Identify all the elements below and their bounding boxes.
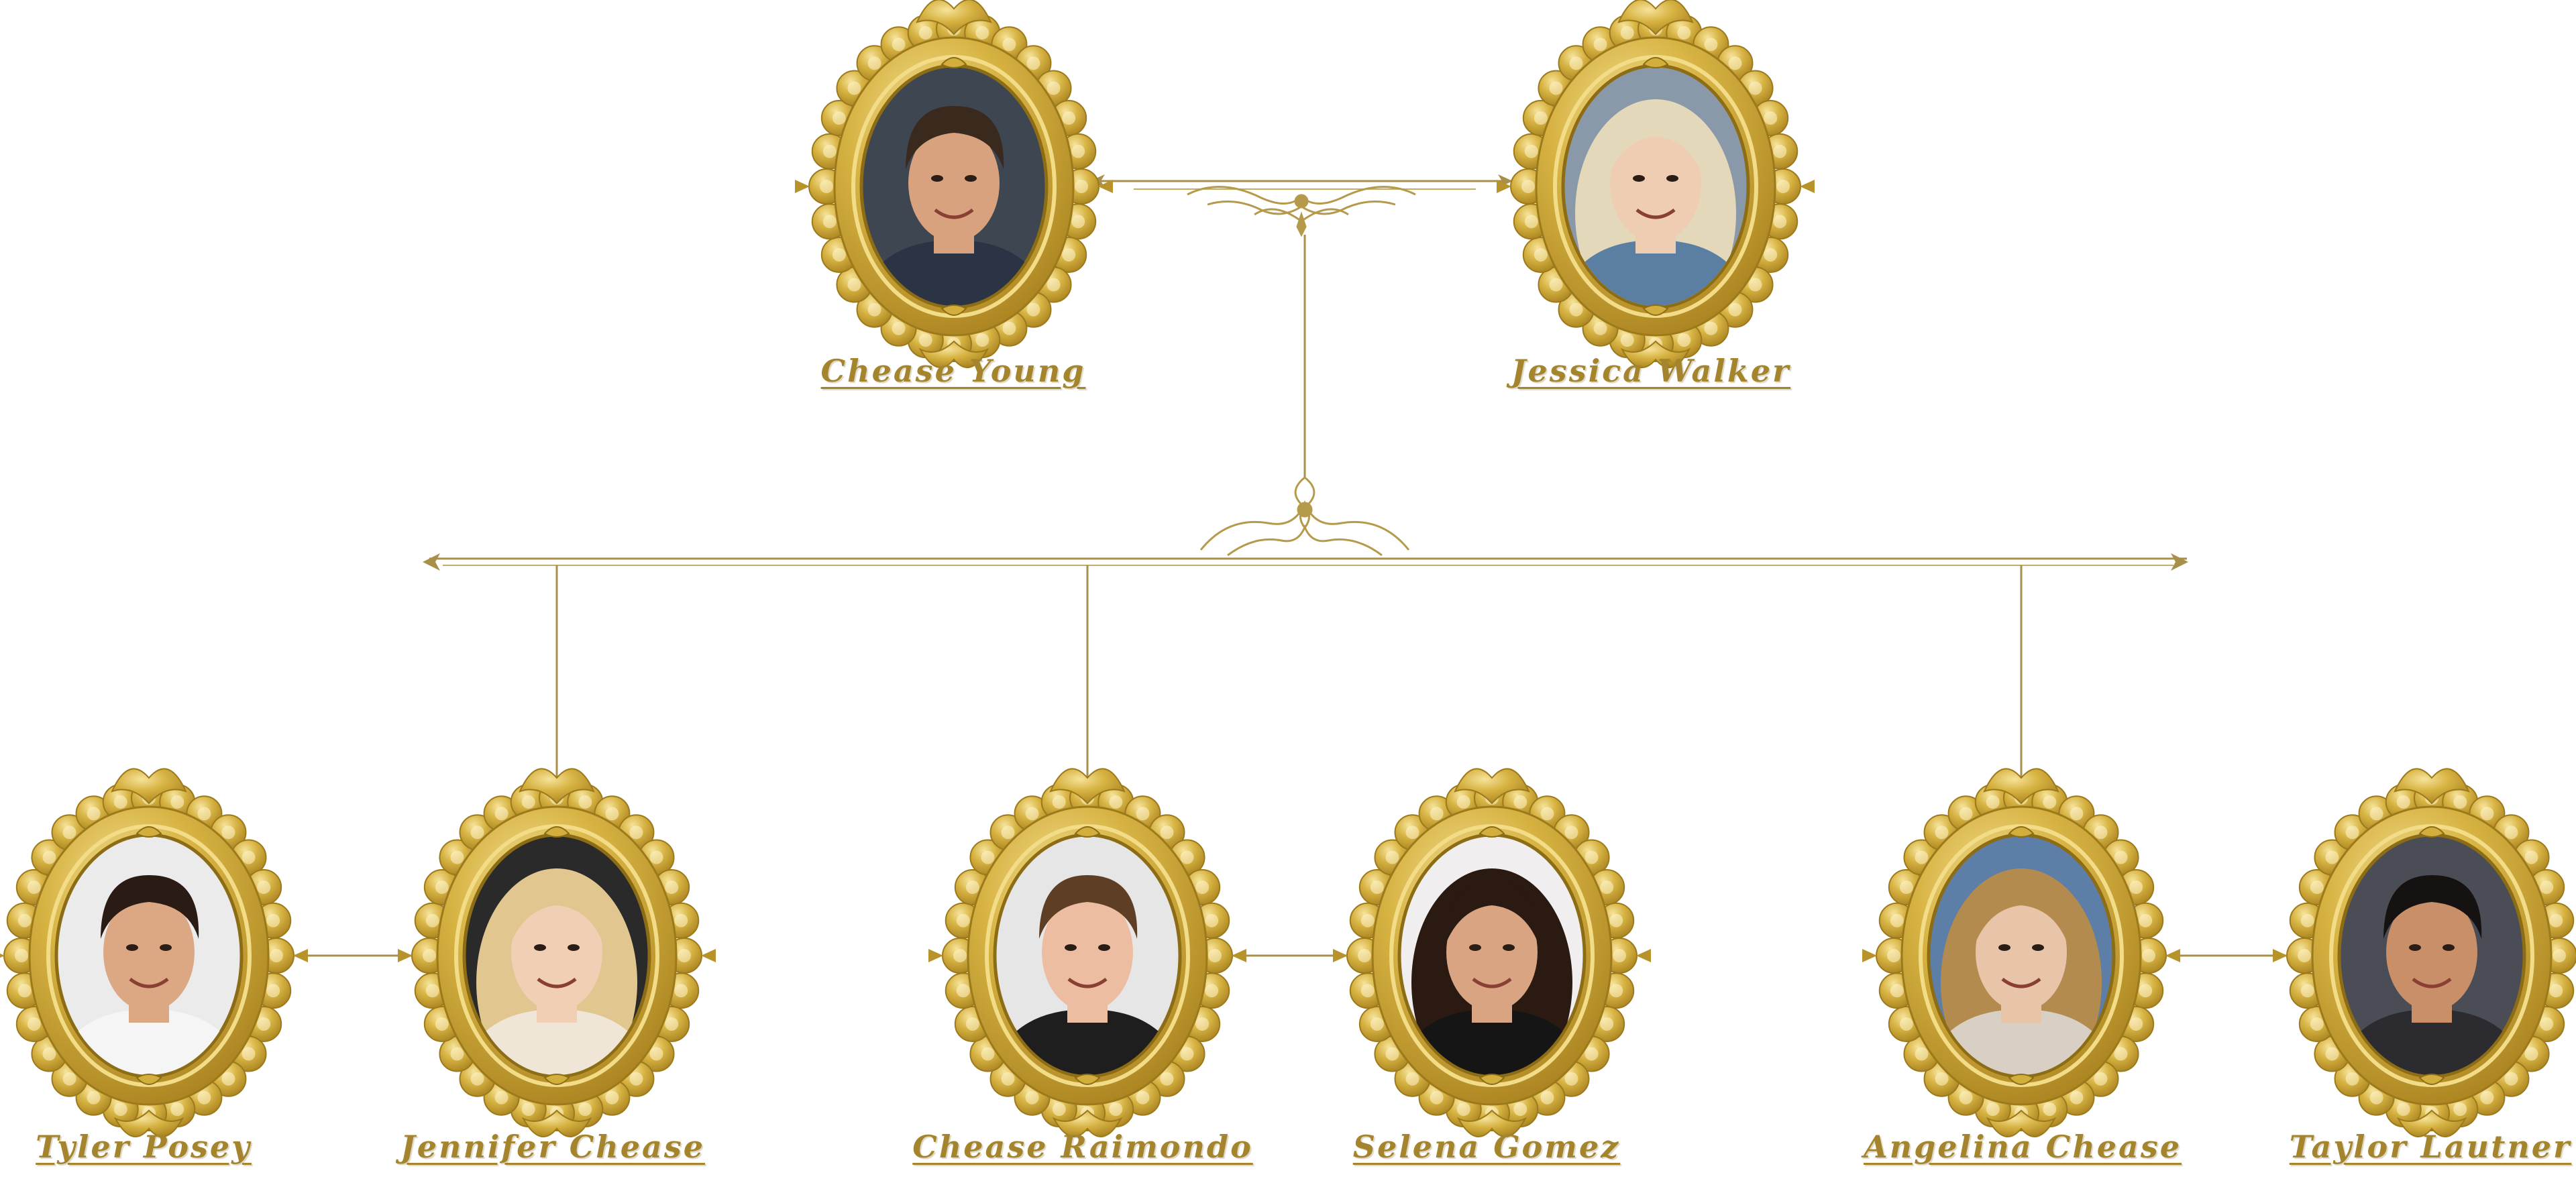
portrait-frames xyxy=(0,0,2576,1137)
portrait-frame-angelina-chease xyxy=(1862,768,2180,1137)
woman-portrait-icon xyxy=(1401,868,1583,1075)
portrait-frame-selena-gomez xyxy=(1333,768,1651,1137)
flourish-ornament-icon xyxy=(1199,476,1410,557)
portrait-frame-jessica-walker xyxy=(1497,0,1815,368)
portrait-frame-tyler-posey xyxy=(0,768,308,1137)
ornate-frame-icon xyxy=(1333,768,1651,1137)
portrait-frame-chease-young xyxy=(795,0,1113,368)
siblings-connector xyxy=(423,476,2188,791)
portrait-frame-jennifer-chease xyxy=(398,768,716,1137)
parents-marriage-connector xyxy=(1090,174,1513,477)
person-name-chease-raimondo: Chease Raimondo xyxy=(912,1129,1253,1165)
person-name-selena-gomez: Selena Gomez xyxy=(1352,1129,1621,1165)
ornate-frame-icon xyxy=(0,768,308,1137)
woman-portrait-icon xyxy=(1564,99,1747,306)
person-name-taylor-lautner: Taylor Lautner xyxy=(2289,1129,2572,1165)
person-name-chease-young: Chease Young xyxy=(820,353,1086,389)
scroll-ornament-icon xyxy=(1187,186,1416,237)
left-arrow-ornament-icon xyxy=(423,553,440,571)
person-name-jessica-walker: Jessica Walker xyxy=(1511,353,1791,389)
portrait-frame-taylor-lautner xyxy=(2273,768,2576,1137)
person-name-tyler-posey: Tyler Posey xyxy=(36,1129,252,1165)
right-arrow-ornament-icon xyxy=(2171,553,2188,571)
person-name-angelina-chease: Angelina Chease xyxy=(1863,1129,2182,1165)
portrait-frame-chease-raimondo xyxy=(928,768,1246,1137)
person-name-jennifer-chease: Jennifer Chease xyxy=(400,1129,705,1165)
